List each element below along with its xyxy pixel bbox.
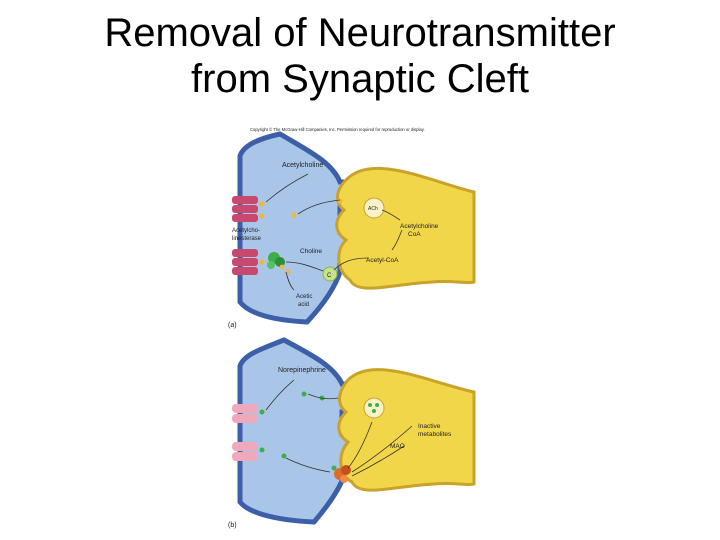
label-inactive-metabolites-2: metabolites <box>418 431 452 438</box>
receptor-b-1 <box>232 404 258 423</box>
acetylcholine-molecule <box>291 212 297 218</box>
acetylcholine-molecule <box>337 198 343 204</box>
label-acetylcholine-coa-2: CoA <box>408 231 421 238</box>
vesicle-norepinephrine <box>375 403 379 407</box>
synaptic-vesicle-b <box>363 397 385 419</box>
acetic-acid-molecule <box>285 269 291 275</box>
receptor-b-2 <box>232 442 258 461</box>
norepinephrine-molecule <box>259 409 265 415</box>
label-mao: MAO <box>390 443 405 450</box>
arrow <box>285 261 327 273</box>
panel-a-tag: (a) <box>228 322 237 329</box>
label-acetylcholinesterase-1: Acetylcho- <box>232 228 260 234</box>
label-acetic-acid-2: acid <box>298 302 309 308</box>
copyright-notice: Copyright © The McGraw-Hill Companies, I… <box>250 127 425 132</box>
label-acetic-acid-1: Acetic <box>296 294 312 300</box>
title-line-1: Removal of Neurotransmitter <box>104 11 616 55</box>
arrow <box>285 271 295 291</box>
norepinephrine-molecule <box>281 453 287 459</box>
label-vesicle-ach: ACh <box>368 206 378 212</box>
arrow <box>391 229 403 251</box>
arrow <box>351 425 413 473</box>
panel-a: Acetylcholine Acetylcho- linesterase Cho… <box>228 131 476 329</box>
arrow <box>351 445 405 477</box>
label-norepinephrine: Norepinephrine <box>278 367 326 374</box>
receptor-a-2 <box>232 249 258 275</box>
choline-molecule <box>279 264 285 270</box>
norepinephrine-molecule <box>259 447 265 453</box>
label-acetylcholine-coa-1: Acetylcholine <box>400 223 439 230</box>
norepinephrine-molecule <box>331 465 337 471</box>
acetylcholine-molecule <box>259 213 265 219</box>
panel-b: Norepinephrine Inactive metabolites MAO … <box>228 337 476 529</box>
arrow <box>285 457 331 473</box>
panel-b-tag: (b) <box>228 522 237 529</box>
arrow <box>347 421 373 469</box>
synaptic-vesicle-a <box>363 197 385 219</box>
vesicle-norepinephrine <box>368 403 372 407</box>
arrow <box>265 173 309 203</box>
arrow <box>333 257 369 271</box>
title-line-2: from Synaptic Cleft <box>191 57 529 101</box>
synapse-figure: Copyright © The McGraw-Hill Companies, I… <box>228 127 476 529</box>
vesicle-norepinephrine <box>372 409 376 413</box>
label-acetyl-coa: Acetyl-CoA <box>366 257 399 264</box>
arrow <box>265 379 295 411</box>
label-choline: Choline <box>300 248 322 255</box>
acetylcholine-molecule <box>259 201 265 207</box>
mao-enzyme <box>334 465 351 483</box>
postsynaptic-membrane-b <box>237 337 357 525</box>
norepinephrine-molecule <box>301 391 307 397</box>
acetylcholine-molecule <box>259 259 265 265</box>
arrow <box>297 199 341 215</box>
receptor-a-1 <box>232 196 258 222</box>
label-inactive-metabolites-1: Inactive <box>418 423 441 430</box>
label-transporter-c: C <box>327 273 332 279</box>
arrow <box>381 209 401 221</box>
acetylcholinesterase-enzyme <box>267 252 285 269</box>
label-acetylcholine: Acetylcholine <box>282 162 323 169</box>
slide-title: Removal of Neurotransmitter from Synapti… <box>0 10 720 102</box>
arrow <box>307 393 339 400</box>
choline-transporter <box>322 266 338 282</box>
label-acetylcholinesterase-2: linesterase <box>232 236 262 242</box>
